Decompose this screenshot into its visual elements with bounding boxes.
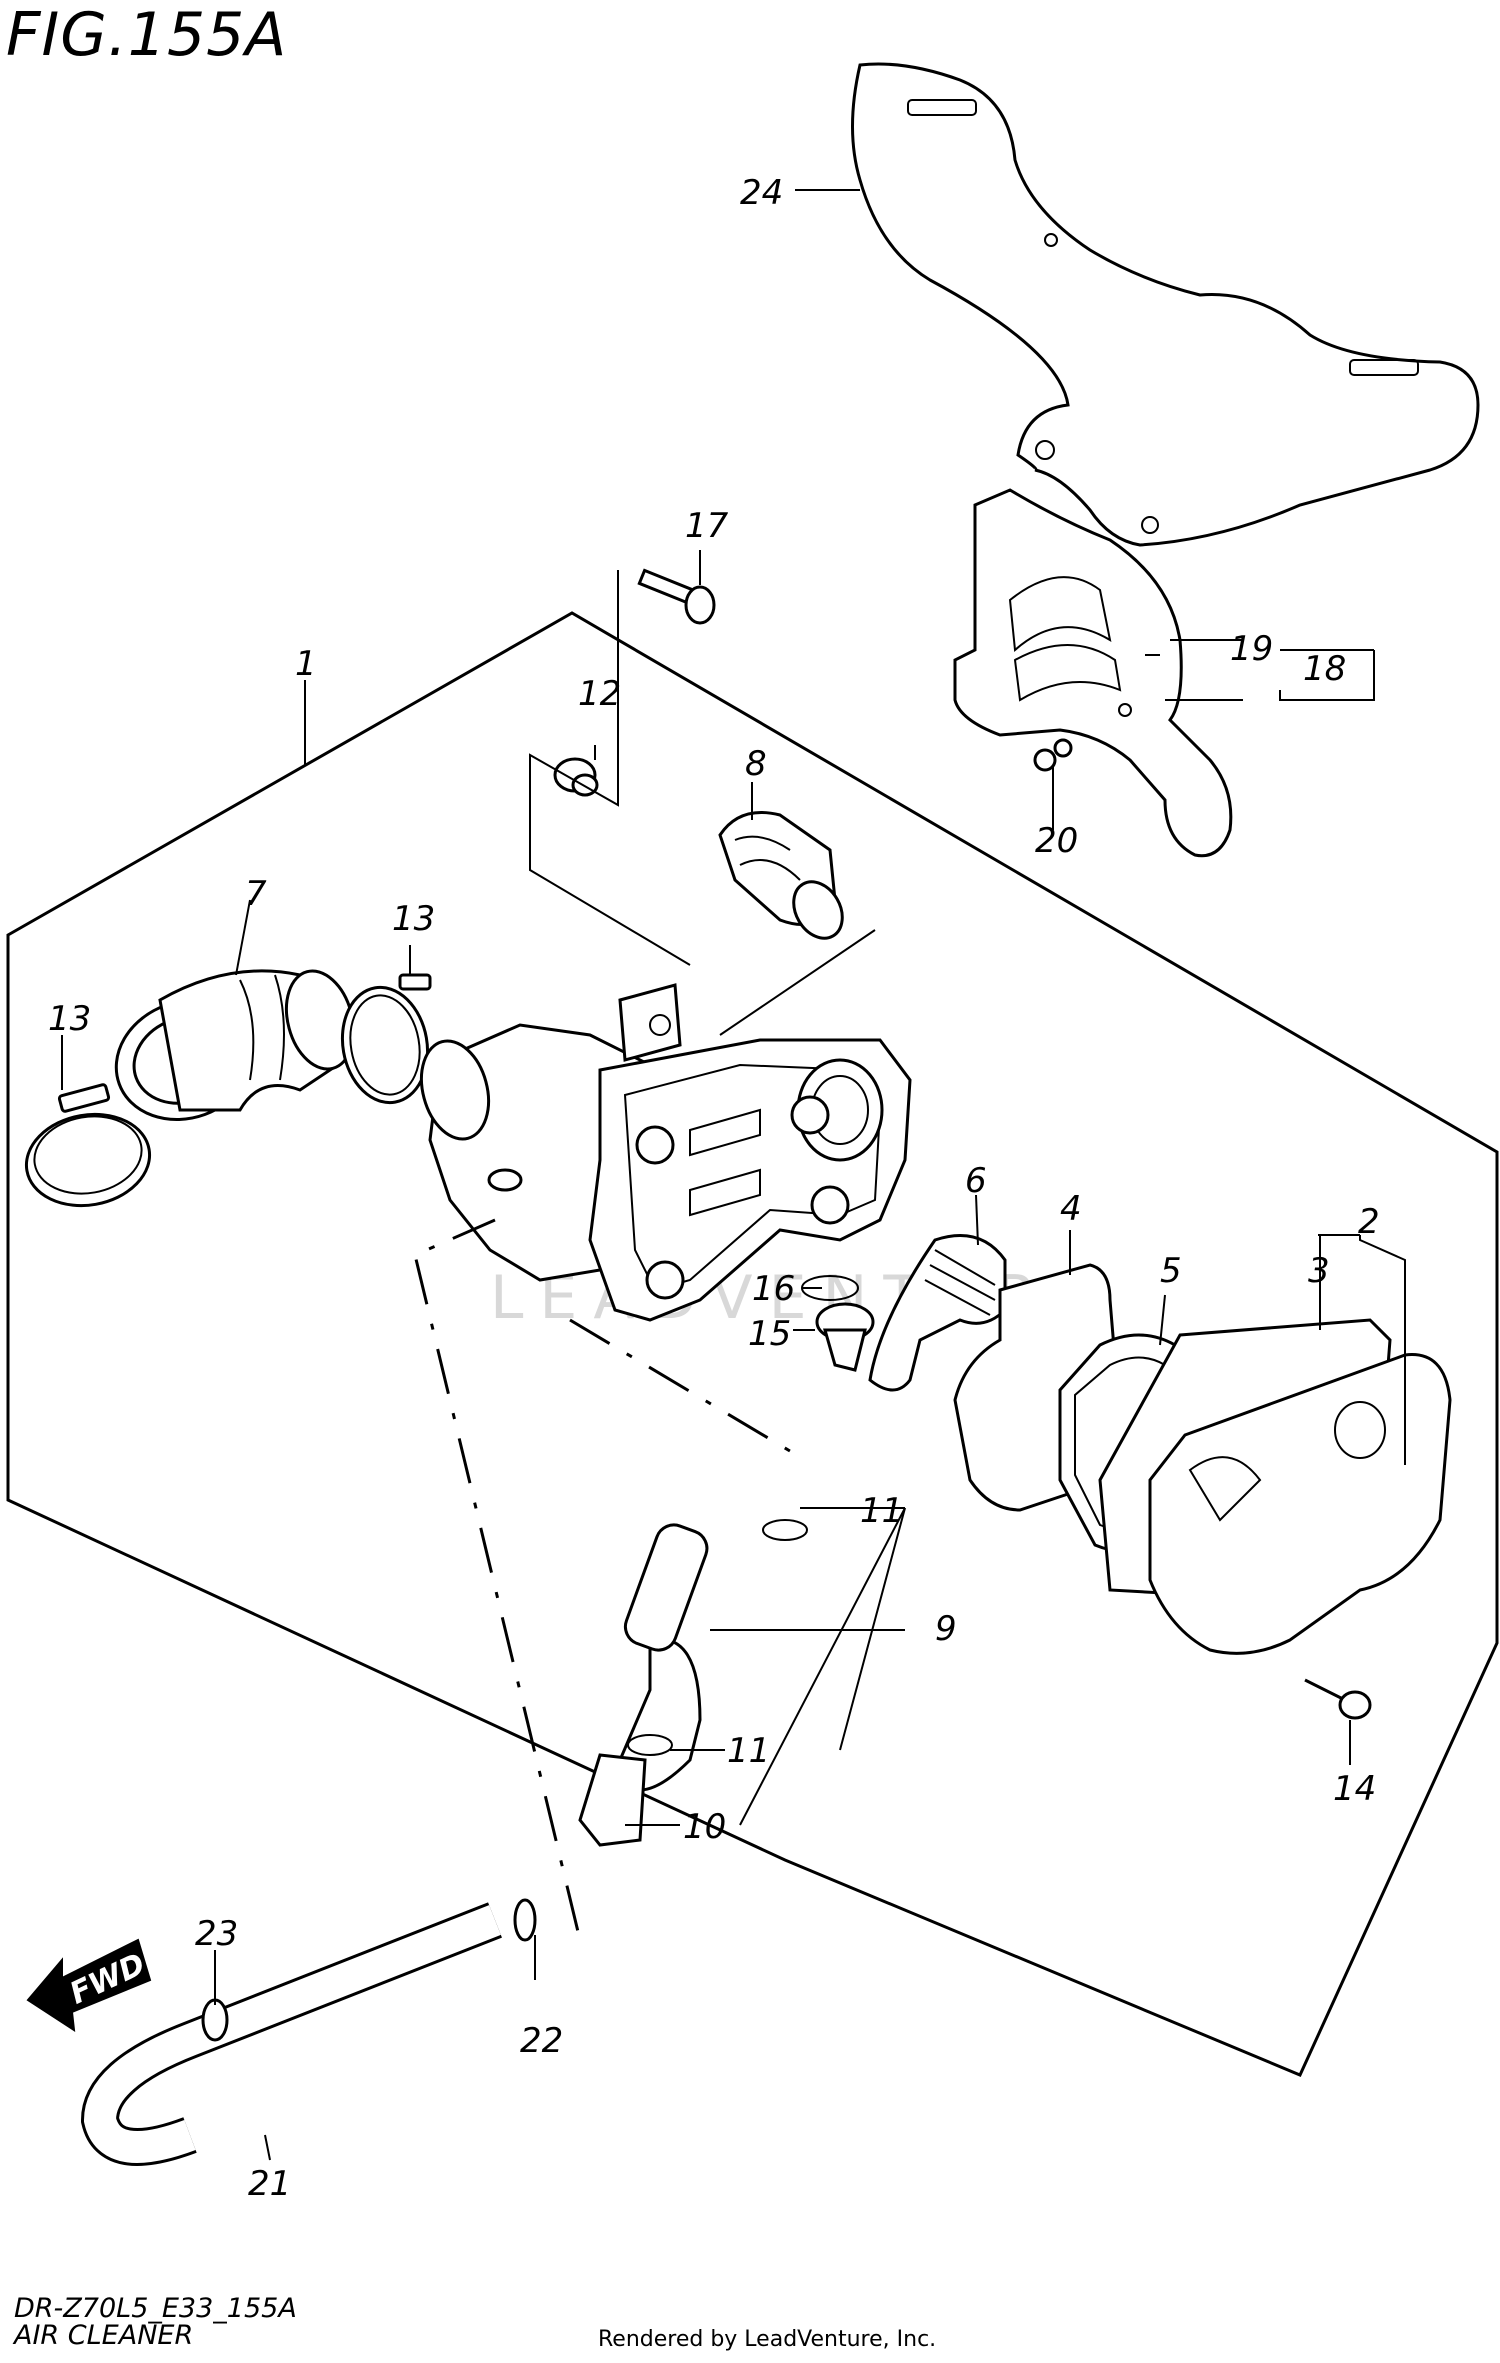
part-2-cover: [1148, 1353, 1452, 1655]
callout-6: 6: [965, 1161, 987, 1201]
part-8-fitting: [718, 811, 844, 940]
callout-23: 23: [195, 1914, 238, 1954]
diagram-code: DR-Z70L5_E33_155A: [14, 2293, 297, 2324]
callout-11-upper: 11: [860, 1491, 903, 1531]
leader-8: [719, 929, 876, 1036]
part-6-filter-mesh: [868, 1234, 1007, 1392]
diagram-name: AIR CLEANER: [14, 2320, 194, 2351]
callout-5: 5: [1160, 1251, 1182, 1291]
fwd-arrow-icon: FWD: [26, 1938, 152, 2032]
callout-9: 9: [935, 1609, 957, 1649]
callout-3: 3: [1308, 1251, 1330, 1291]
callout-13-right: 13: [392, 899, 435, 939]
callout-2: 2: [1358, 1202, 1380, 1242]
callout-22: 22: [520, 2021, 563, 2061]
part-17-bolt: [637, 568, 716, 625]
callout-24: 24: [740, 173, 783, 213]
part-21-breather-hose: [80, 1902, 502, 2166]
part-18-bracket: [953, 488, 1233, 858]
air-cleaner-case: [419, 983, 912, 1322]
callout-10: 10: [683, 1807, 726, 1847]
dash-line-hose: [413, 1218, 582, 1941]
part-11-clip-lower: [627, 1734, 673, 1756]
part-23-clamp: [201, 1998, 229, 2042]
callout-16: 16: [752, 1269, 795, 1309]
callout-8: 8: [745, 744, 767, 784]
callout-1: 1: [295, 644, 317, 684]
part-24-heat-shield: [851, 62, 1480, 547]
callout-21: 21: [248, 2164, 291, 2204]
callout-4: 4: [1060, 1189, 1082, 1229]
callout-17: 17: [685, 506, 729, 546]
callout-13-left: 13: [48, 999, 91, 1039]
callout-19: 19: [1230, 629, 1273, 669]
part-13-clamp-left: [24, 1083, 152, 1208]
part-13-clamp-right: [340, 973, 432, 1105]
callout-7: 7: [245, 874, 267, 914]
fig-title: FIG.155A: [6, 0, 288, 70]
credit-line: Rendered by LeadVenture, Inc.: [598, 2327, 937, 2352]
part-7-intake-boot: [114, 969, 356, 1122]
callout-18: 18: [1303, 649, 1346, 689]
part-20-clip: [1033, 738, 1073, 772]
part-11-clip-upper: [762, 1519, 808, 1541]
callout-20: 20: [1035, 821, 1078, 861]
part-22-clamp: [513, 1898, 537, 1942]
part-14-screw: [1304, 1678, 1372, 1720]
callout-15: 15: [748, 1314, 791, 1354]
part-12-grommet: [553, 757, 599, 797]
part-15-drain-cap: [815, 1302, 875, 1372]
assembly-outline-1: [6, 611, 1499, 2077]
callout-14: 14: [1333, 1769, 1376, 1809]
dash-line-tube: [569, 1318, 806, 1462]
part-10-plug: [578, 1753, 647, 1847]
callout-leaders: [61, 189, 1406, 2161]
callout-12: 12: [578, 674, 621, 714]
callout-11-lower: 11: [727, 1731, 770, 1771]
bracket-line-12-17: [529, 570, 691, 966]
